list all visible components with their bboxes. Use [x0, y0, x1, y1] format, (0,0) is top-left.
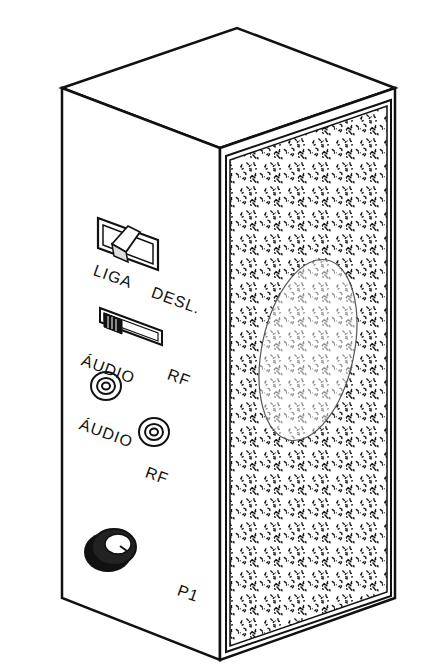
- grille-frame: [226, 100, 391, 652]
- front-panel: [62, 88, 220, 660]
- rf-jack: [139, 418, 169, 446]
- speaker-grille: [230, 106, 387, 646]
- slide-switch: [100, 308, 162, 345]
- side-face: [220, 88, 395, 660]
- speaker-cone: [244, 250, 372, 449]
- toggle-switch: [98, 218, 158, 270]
- potentiometer-knob: [84, 529, 136, 572]
